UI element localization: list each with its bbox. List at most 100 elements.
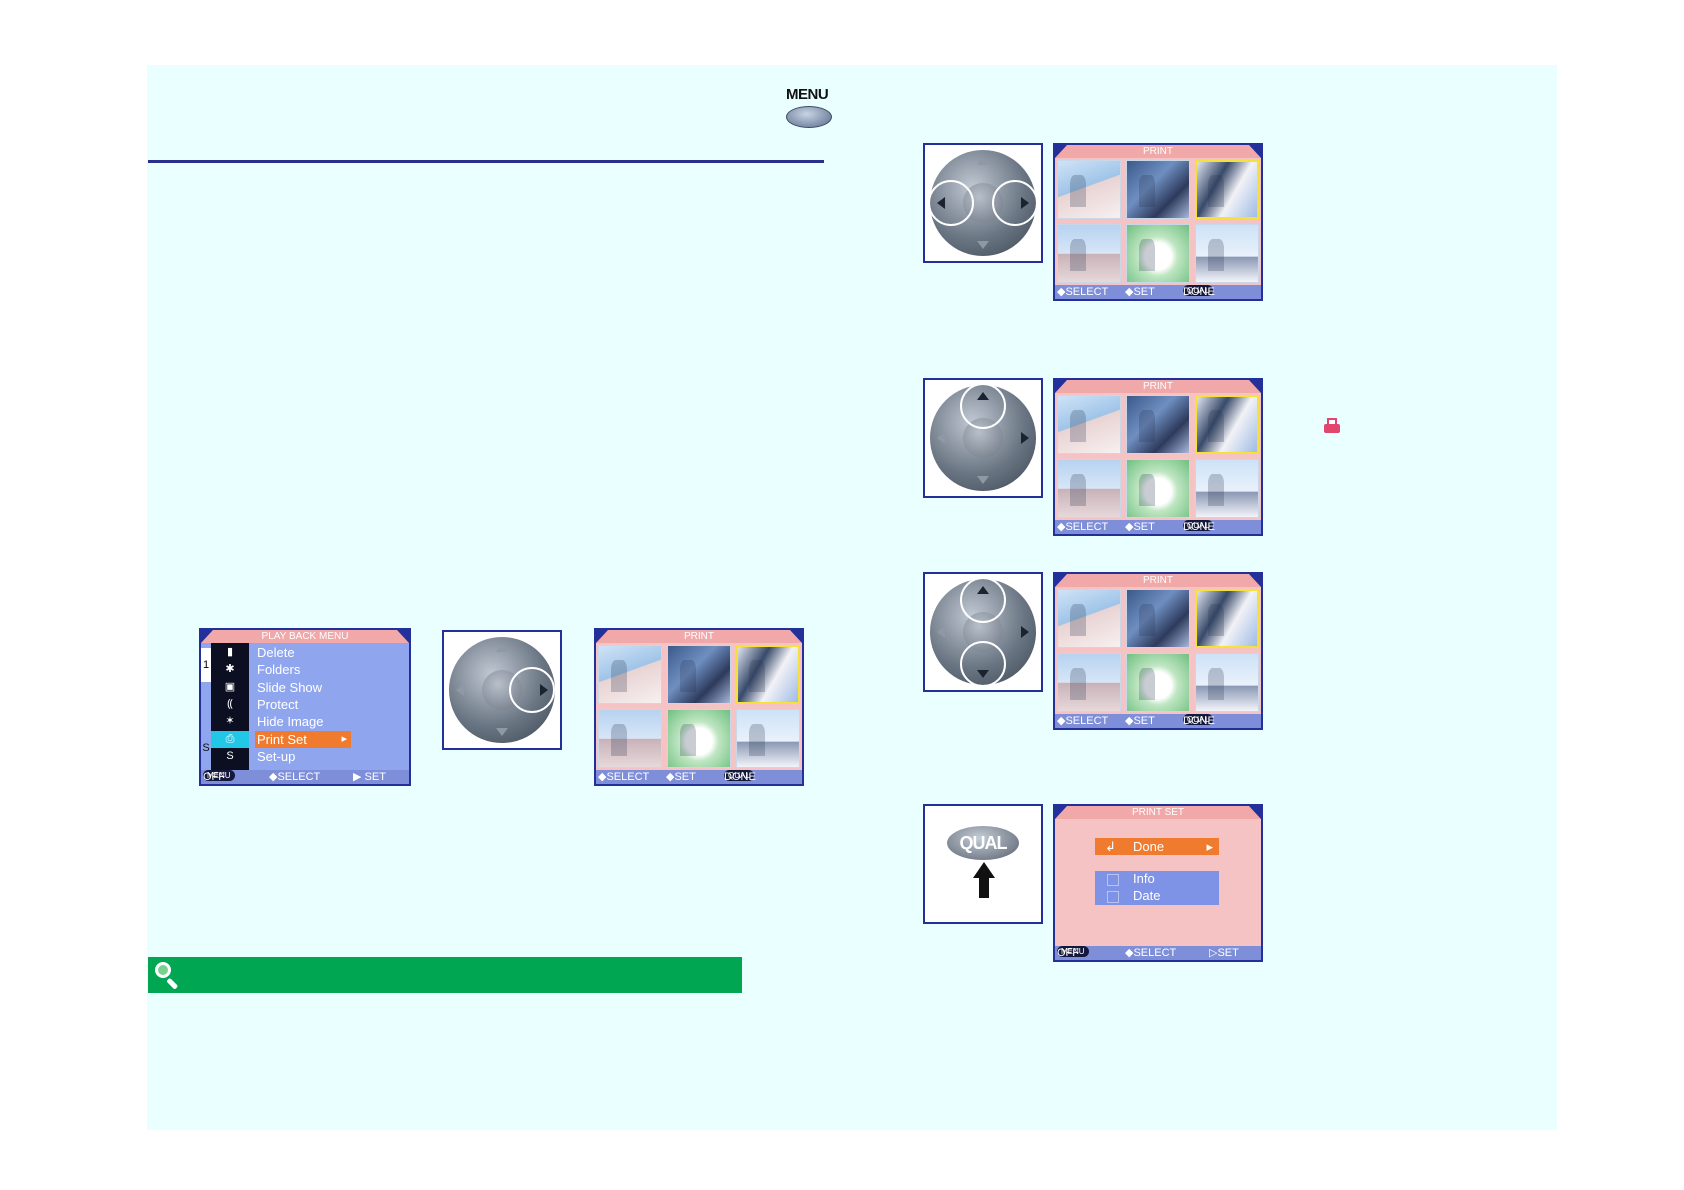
print-set-option-date: Date [1133, 888, 1161, 903]
print-set-title: PRINT SET [1055, 806, 1261, 819]
image-thumbnail [1195, 459, 1259, 518]
magnifier-lens [155, 962, 171, 978]
image-thumbnail [1195, 224, 1259, 283]
arrow-up-icon [977, 157, 989, 165]
print-title: PRINT [596, 630, 802, 643]
footer-off: OFF [1057, 947, 1079, 959]
menu-item-icon: ⎙ [211, 730, 249, 748]
thumbnail-grid [1057, 395, 1259, 518]
qual-button: QUAL [947, 826, 1019, 860]
footer-done: DONE [1183, 521, 1215, 533]
footer-select: ◆SELECT [269, 771, 321, 783]
menu-item-label: Set-up [257, 748, 296, 764]
menu-item-icon: ▣ [224, 680, 236, 693]
image-thumbnail [1195, 589, 1259, 648]
printer-body [1324, 424, 1340, 433]
print-set-done: ↲ Done [1095, 838, 1219, 855]
image-thumbnail [1195, 653, 1259, 712]
footer-select: ◆SELECT [598, 771, 650, 783]
thumbnail-grid [1057, 589, 1259, 712]
arrow-down-icon [977, 476, 989, 484]
highlight-ring-down [960, 641, 1006, 687]
image-thumbnail [1057, 653, 1121, 712]
footer-set: ◆SET [1125, 715, 1155, 727]
image-thumbnail [1195, 395, 1259, 454]
qual-pill-icon: QUAL [1183, 520, 1213, 531]
arrow-right-icon [1021, 626, 1029, 638]
press-arrow-icon [973, 862, 995, 878]
qual-pill-icon: QUAL [724, 770, 754, 781]
image-thumbnail [1057, 224, 1121, 283]
highlight-ring-up [960, 383, 1006, 429]
menu-item-icon: ✶ [225, 715, 235, 728]
image-thumbnail [598, 645, 662, 704]
image-thumbnail [1126, 653, 1190, 712]
footer-select: ◆SELECT [1125, 947, 1177, 959]
footer-set: ◆SET [1125, 286, 1155, 298]
footer-select: ◆SELECT [1057, 286, 1109, 298]
playback-menu-screen: PLAY BACK MENU 1 S ▮Delete✱Folders▣Slide… [199, 628, 411, 786]
arrow-down-icon [496, 728, 508, 736]
arrow-down-icon [977, 241, 989, 249]
thumbnail-grid [598, 645, 800, 768]
menu-item-label: Hide Image [257, 714, 324, 730]
image-thumbnail [1126, 459, 1190, 518]
qual-pill-icon: QUAL [1183, 285, 1213, 296]
info-checkbox [1107, 874, 1119, 886]
menu-item-icon: ✱ [225, 663, 235, 676]
image-thumbnail [1057, 395, 1121, 454]
menu-button: MENU [786, 86, 832, 128]
footer-set: ▶ SET [353, 771, 386, 783]
footer-done: DONE [1183, 286, 1215, 298]
footer-done: DONE [724, 771, 756, 783]
print-title: PRINT [1055, 145, 1261, 158]
footer-set: ▷SET [1209, 947, 1239, 959]
print-set-done-label: Done [1133, 839, 1165, 854]
thumbnail-grid [1057, 160, 1259, 283]
image-thumbnail [1126, 589, 1190, 648]
arrow-left-icon [456, 684, 464, 696]
footer-select: ◆SELECT [1057, 521, 1109, 533]
print-title: PRINT [1055, 574, 1261, 587]
menu-pill-icon: MENU [203, 770, 235, 781]
playback-menu-icon-column [211, 643, 249, 770]
playback-menu-tab: 1 [201, 648, 211, 682]
footer-off: OFF [203, 771, 225, 783]
image-thumbnail [1057, 160, 1121, 219]
printer-icon [1323, 417, 1341, 435]
menu-pill-icon: MENU [1057, 946, 1089, 957]
dpad-left-right [923, 143, 1043, 263]
dpad-right [442, 630, 562, 750]
playback-menu-title: PLAY BACK MENU [201, 630, 409, 643]
playback-menu-item: ▮Delete [211, 644, 381, 661]
menu-item-icon: S [226, 749, 234, 762]
image-thumbnail [736, 709, 800, 768]
print-set-option-info: Info [1133, 871, 1155, 886]
playback-menu-item: ⎙Print Set [211, 730, 381, 748]
image-thumbnail [736, 645, 800, 704]
arrow-up-icon [496, 644, 508, 652]
footer-set: ◆SET [666, 771, 696, 783]
magnifier-note-icon [148, 957, 184, 993]
footer-set: ◆SET [1125, 521, 1155, 533]
image-thumbnail [667, 709, 731, 768]
menu-item-label: Delete [257, 645, 295, 660]
menu-button-label: MENU [786, 86, 829, 103]
arrow-right-icon [1021, 432, 1029, 444]
image-thumbnail [1126, 224, 1190, 283]
footer-done: DONE [1183, 715, 1215, 727]
menu-item-icon: ⸨ [227, 697, 233, 710]
note-bar [148, 957, 742, 993]
highlight-ring-left [928, 180, 974, 226]
menu-item-label: Slide Show [257, 679, 323, 695]
playback-menu-item: ✶ Hide Image [211, 713, 381, 730]
highlight-ring-right [992, 180, 1038, 226]
